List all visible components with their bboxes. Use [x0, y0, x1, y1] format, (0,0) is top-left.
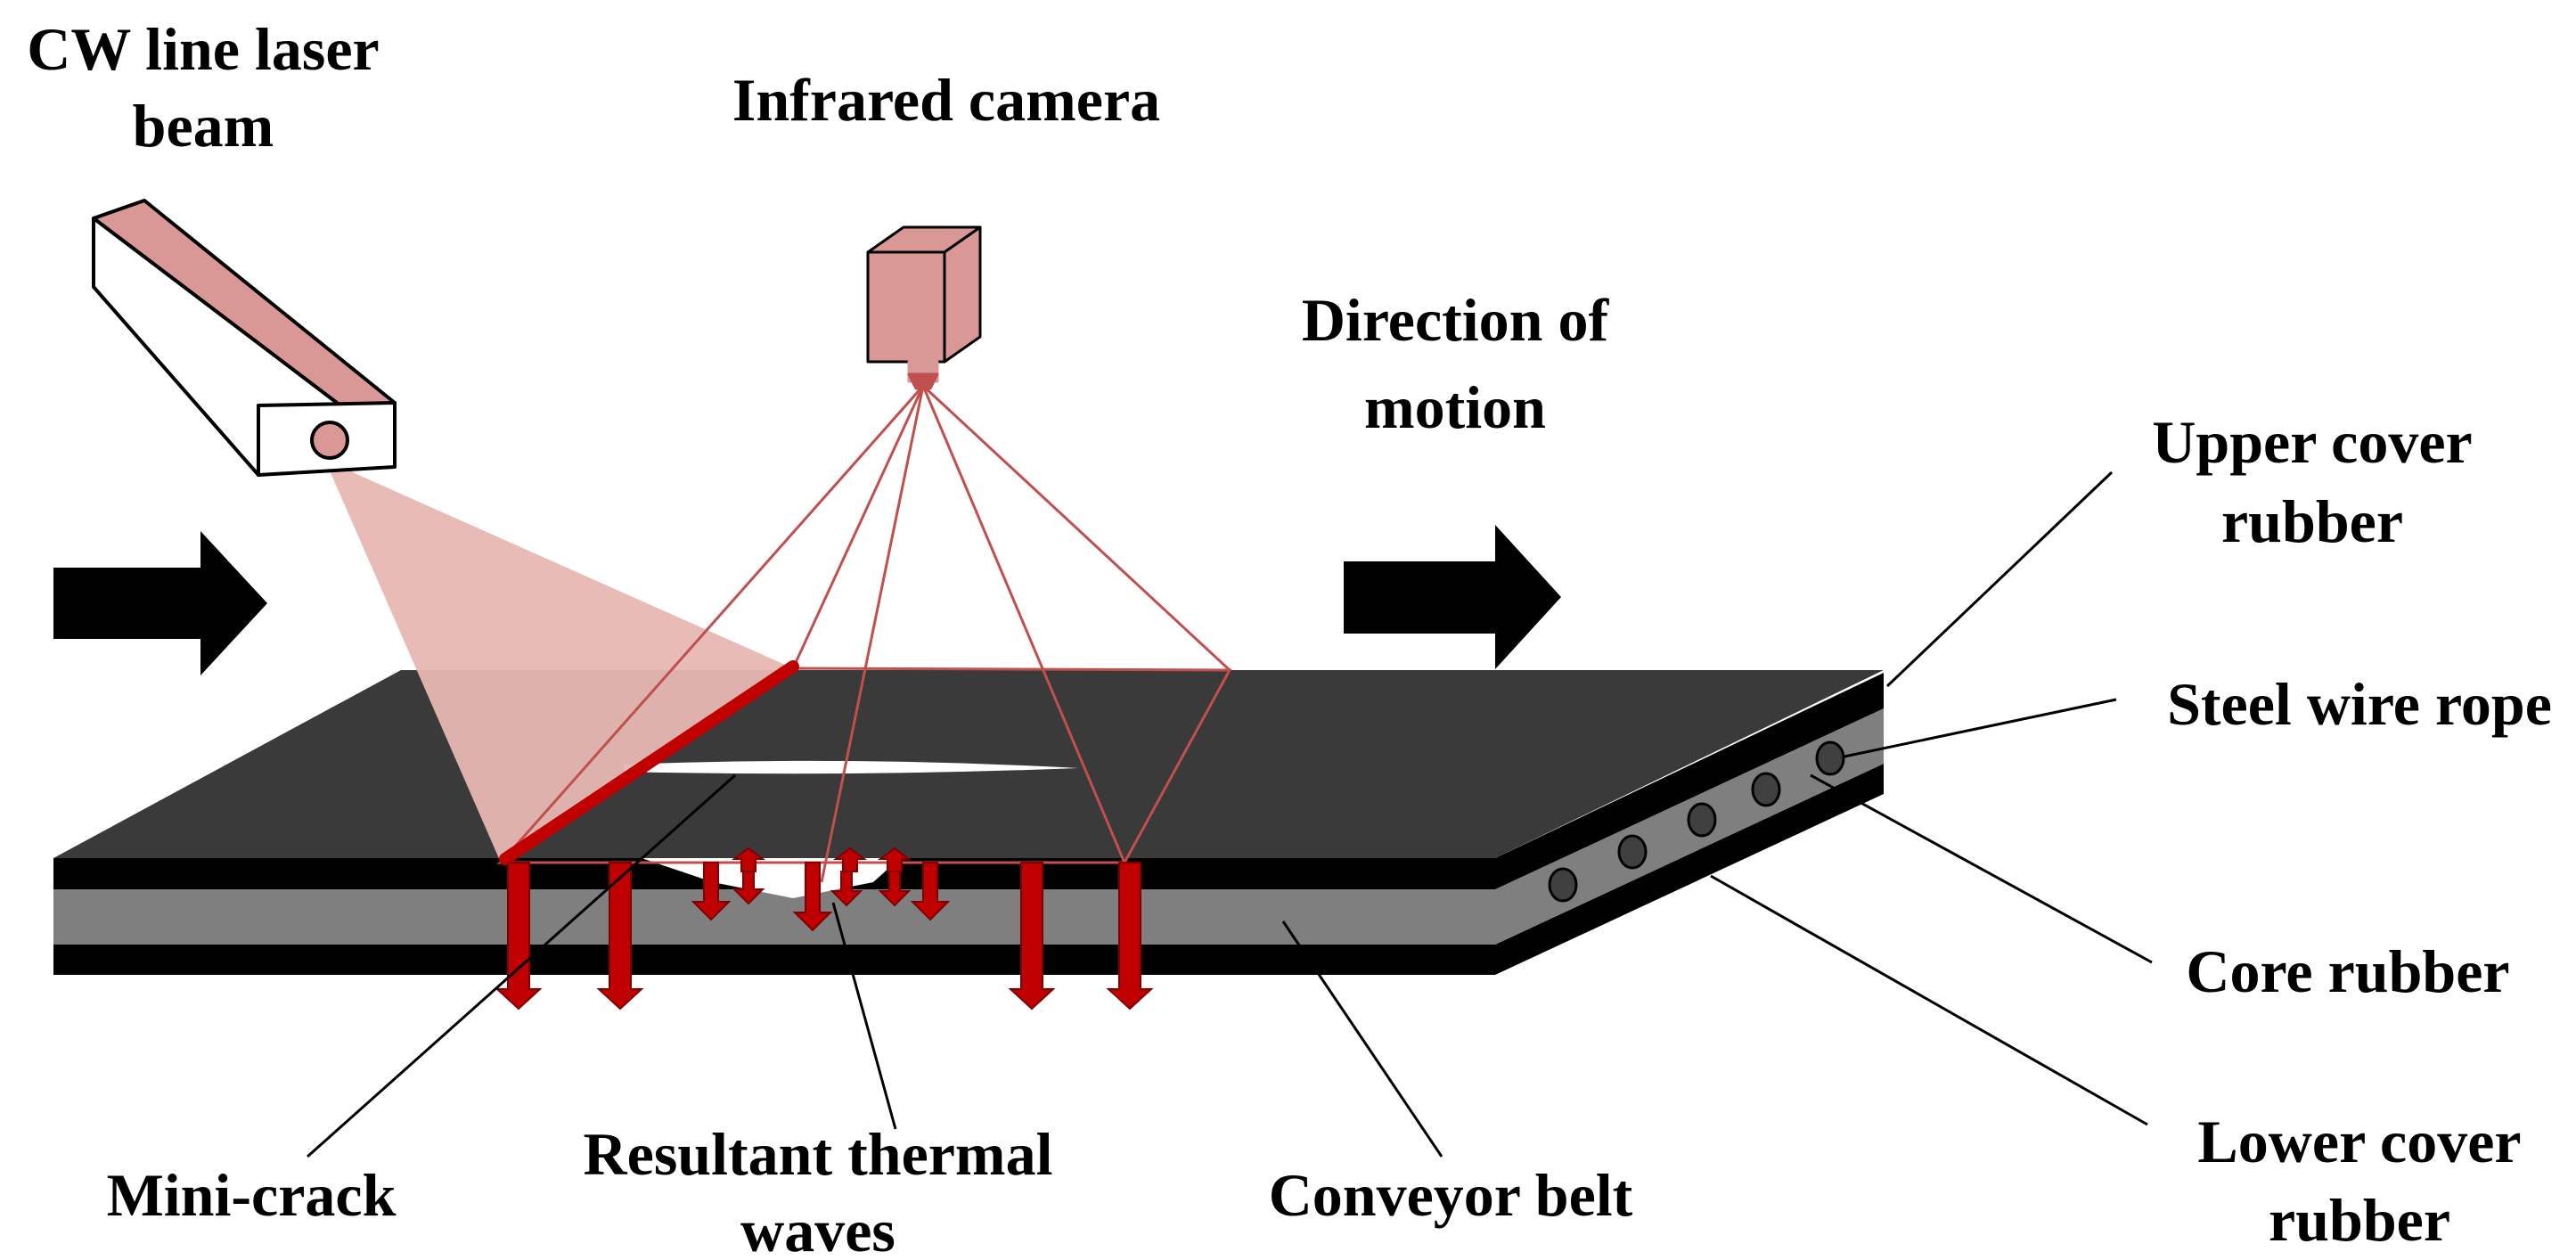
lower-cover-layer-side	[1495, 764, 1884, 975]
leader-steel-wire	[1844, 698, 2117, 758]
thermal-arrow-long	[596, 862, 644, 1010]
steel-wire-rope	[1687, 802, 1717, 838]
fov-ray	[791, 385, 925, 669]
thermal-wave-arrows	[495, 847, 1154, 1010]
steel-wire-rope	[1548, 867, 1578, 903]
thermal-arrow-up	[878, 847, 912, 872]
motion-arrow-right	[1344, 525, 1561, 669]
camera-body-front	[866, 250, 946, 364]
laser-aperture	[310, 421, 349, 460]
mini-crack	[624, 760, 1078, 774]
camera-lens-tip	[907, 372, 939, 390]
upper-cover-layer-side	[1495, 673, 1884, 889]
label-conveyor-belt: Conveyor belt	[1269, 1161, 1633, 1229]
thermal-arrow-long	[1106, 862, 1154, 1010]
label-direction-line1: Direction of	[1302, 286, 1610, 354]
leader-core-rubber	[1810, 773, 2153, 964]
thermal-arrow-up	[833, 847, 867, 872]
label-infrared-camera: Infrared camera	[732, 66, 1160, 134]
label-mini-crack: Mini-crack	[107, 1161, 397, 1229]
leader-conveyor-belt	[1281, 920, 1443, 1158]
thermal-arrow-short	[792, 862, 833, 932]
fov-ray	[921, 384, 1231, 672]
thermal-arrow-short	[878, 871, 912, 907]
label-direction-line2: motion	[1364, 373, 1546, 441]
thermal-arrow-short	[910, 862, 951, 921]
fov-ray-inner	[820, 385, 925, 883]
leader-thermal-waves	[831, 902, 897, 1130]
steel-wire-rope	[1751, 772, 1781, 807]
thermal-arrow-long	[1008, 862, 1056, 1010]
thermal-arrow-long	[495, 862, 543, 1010]
label-upper-cover-line2: rubber	[2221, 487, 2403, 555]
lower-cover-layer-front	[53, 945, 1495, 975]
leader-lines	[307, 470, 2153, 1158]
leader-upper-cover	[1885, 470, 2114, 688]
labels: CW line laser beam Infrared camera Direc…	[27, 15, 2552, 1260]
leader-mini-crack	[307, 773, 736, 1158]
label-thermal-line1: Resultant thermal	[584, 1120, 1053, 1188]
core-rubber-layer-front	[53, 889, 1495, 945]
label-thermal-line2: waves	[740, 1197, 895, 1260]
fov-ray	[499, 385, 925, 863]
leader-lower-cover	[1710, 874, 2148, 1126]
laser-line	[499, 660, 799, 865]
label-laser-line2: beam	[133, 92, 274, 160]
fov-ray	[921, 385, 1126, 863]
camera-body-side	[943, 225, 982, 364]
thermal-arrow-up	[732, 847, 765, 872]
thermal-arrow-short	[691, 862, 732, 921]
laser-beam	[323, 454, 793, 863]
thermal-arrow-short	[830, 871, 863, 907]
label-laser-line1: CW line laser	[27, 15, 379, 83]
conveyor-belt	[53, 670, 1884, 975]
laser-device	[92, 199, 397, 477]
motion-arrow-left	[53, 531, 267, 675]
infrared-camera	[866, 225, 982, 390]
label-upper-cover-line1: Upper cover	[2152, 408, 2472, 476]
steel-wire-rope	[1617, 834, 1648, 870]
steel-wire-rope	[1815, 740, 1845, 776]
label-steel-wire-rope: Steel wire rope	[2167, 670, 2552, 738]
label-lower-cover-line1: Lower cover	[2197, 1108, 2521, 1175]
label-core-rubber: Core rubber	[2186, 937, 2509, 1005]
steel-wire-ropes	[1548, 740, 1845, 903]
label-lower-cover-line2: rubber	[2269, 1186, 2450, 1254]
